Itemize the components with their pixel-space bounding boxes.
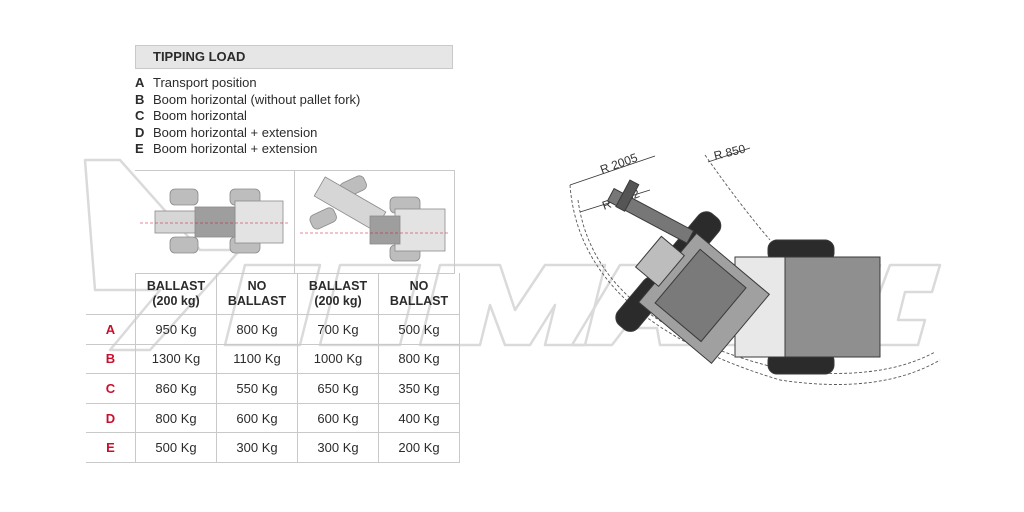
row-label: B — [86, 344, 136, 375]
table-cell: 300 Kg — [297, 432, 379, 463]
legend-item: C Boom horizontal — [135, 108, 360, 125]
table-cell: 1000 Kg — [297, 344, 379, 375]
legend-item: A Transport position — [135, 75, 360, 92]
column-header: BALLAST(200 kg) — [135, 273, 217, 315]
machine-drawings-row — [135, 170, 455, 274]
table-cell: 1100 Kg — [216, 344, 298, 375]
table-cell: 800 Kg — [216, 314, 298, 345]
table-row: A 950 Kg 800 Kg 700 Kg 500 Kg — [86, 314, 460, 345]
legend-letter: E — [135, 141, 144, 157]
legend-item: B Boom horizontal (without pallet fork) — [135, 92, 360, 109]
row-label: A — [86, 314, 136, 345]
machine-articulated-drawing — [300, 175, 450, 262]
table-cell: 1300 Kg — [135, 344, 217, 375]
machine-body — [606, 179, 881, 375]
legend-text: Boom horizontal — [153, 108, 247, 124]
legend-text: Boom horizontal + extension — [153, 124, 318, 140]
row-label: E — [86, 432, 136, 463]
table-cell: 860 Kg — [135, 373, 217, 404]
table-cell: 350 Kg — [378, 373, 460, 404]
legend-text: Boom horizontal + extension — [153, 141, 318, 157]
legend-letter: D — [135, 124, 145, 140]
table-cell: 600 Kg — [216, 403, 298, 434]
table-cell: 550 Kg — [216, 373, 298, 404]
legend-text: Boom horizontal (without pallet fork) — [153, 91, 361, 107]
table-row: D 800 Kg 600 Kg 600 Kg 400 Kg — [86, 403, 460, 434]
table-row: E 500 Kg 300 Kg 300 Kg 200 Kg — [86, 432, 460, 463]
dimension-label: R 2005 — [598, 150, 639, 177]
table-cell: 600 Kg — [297, 403, 379, 434]
machine-straight-drawing — [140, 188, 290, 254]
turning-radius-drawing: R 2005 R 1982 R 850 — [569, 142, 941, 385]
table-cell: 800 Kg — [135, 403, 217, 434]
row-label: C — [86, 373, 136, 404]
table-cell: 300 Kg — [216, 432, 298, 463]
legend-item: D Boom horizontal + extension — [135, 125, 360, 142]
table-cell: 500 Kg — [135, 432, 217, 463]
table-cell: 700 Kg — [297, 314, 379, 345]
column-header: BALLAST(200 kg) — [297, 273, 379, 315]
legend-list: A Transport position B Boom horizontal (wi… — [135, 75, 360, 158]
table-row: C 860 Kg 550 Kg 650 Kg 350 Kg — [86, 373, 460, 404]
table-cell: 950 Kg — [135, 314, 217, 345]
table-cell: 650 Kg — [297, 373, 379, 404]
row-label: D — [86, 403, 136, 434]
legend-item: E Boom horizontal + extension — [135, 141, 360, 158]
legend-letter: C — [135, 108, 145, 124]
table-cell: 400 Kg — [378, 403, 460, 434]
table-cell: 800 Kg — [378, 344, 460, 375]
dimension-label: R 850 — [712, 142, 747, 163]
section-title: TIPPING LOAD — [135, 45, 453, 69]
legend-letter: A — [135, 75, 145, 90]
table-cell: 200 Kg — [378, 432, 460, 463]
legend-letter: B — [135, 91, 145, 107]
legend-text: Transport position — [153, 75, 257, 90]
table-cell: 500 Kg — [378, 314, 460, 345]
table-row: B 1300 Kg 1100 Kg 1000 Kg 800 Kg — [86, 344, 460, 375]
